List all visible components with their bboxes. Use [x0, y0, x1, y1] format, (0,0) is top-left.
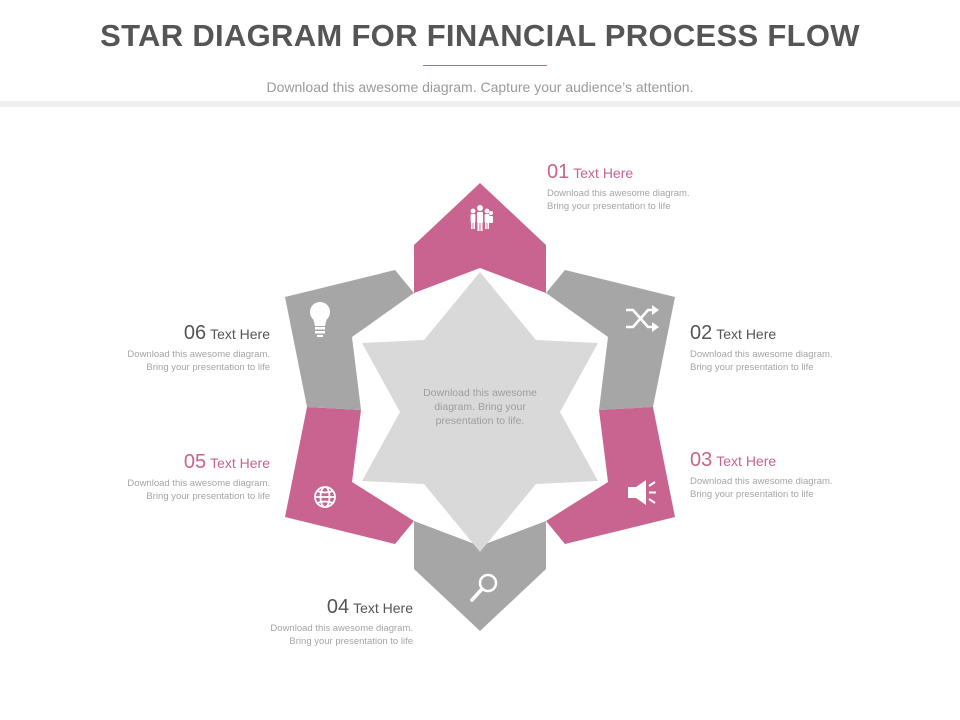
- petal-04[interactable]: [414, 521, 546, 631]
- step-05-title: Text Here: [210, 455, 270, 471]
- petal-05[interactable]: [285, 407, 414, 544]
- step-02-description: Download this awesome diagram.Bring your…: [690, 349, 833, 373]
- page-title: STAR DIAGRAM FOR FINANCIAL PROCESS FLOW: [100, 18, 860, 53]
- search-icon: [470, 573, 498, 602]
- step-01-number: 01: [547, 161, 570, 183]
- header-divider: [0, 101, 960, 107]
- petal-02[interactable]: [546, 270, 675, 410]
- step-06-description: Download this awesome diagram.Bring your…: [127, 349, 270, 373]
- step-03-title: Text Here: [716, 453, 777, 469]
- step-05-description: Download this awesome diagram.Bring your…: [127, 478, 270, 502]
- step-05-number: 05: [183, 451, 207, 473]
- petal-03[interactable]: [546, 407, 675, 544]
- people-icon: [470, 205, 493, 231]
- center-description: Download this awesome diagram. Bring you…: [423, 387, 537, 427]
- step-06-number: 06: [183, 322, 207, 344]
- step-06-title: Text Here: [210, 326, 270, 342]
- step-02-title: Text Here: [716, 326, 777, 342]
- title-underline: [423, 65, 547, 66]
- shuffle-icon: [626, 305, 659, 332]
- lightbulb-icon: [310, 302, 330, 337]
- center-star: [362, 272, 598, 552]
- step-02-number: 02: [690, 322, 713, 344]
- step-04-title: Text Here: [353, 600, 413, 616]
- step-04-description: Download this awesome diagram.Bring your…: [270, 623, 413, 647]
- page-subtitle: Download this awesome diagram. Capture y…: [266, 79, 694, 95]
- petal-01[interactable]: [414, 183, 546, 293]
- step-04-number: 04: [326, 596, 350, 618]
- step-03-number: 03: [690, 449, 713, 471]
- step-01-title: Text Here: [573, 165, 634, 181]
- step-01-description: Download this awesome diagram.Bring your…: [547, 188, 690, 212]
- megaphone-icon: [628, 480, 656, 505]
- step-03-description: Download this awesome diagram.Bring your…: [690, 476, 833, 500]
- globe-icon: [314, 486, 336, 508]
